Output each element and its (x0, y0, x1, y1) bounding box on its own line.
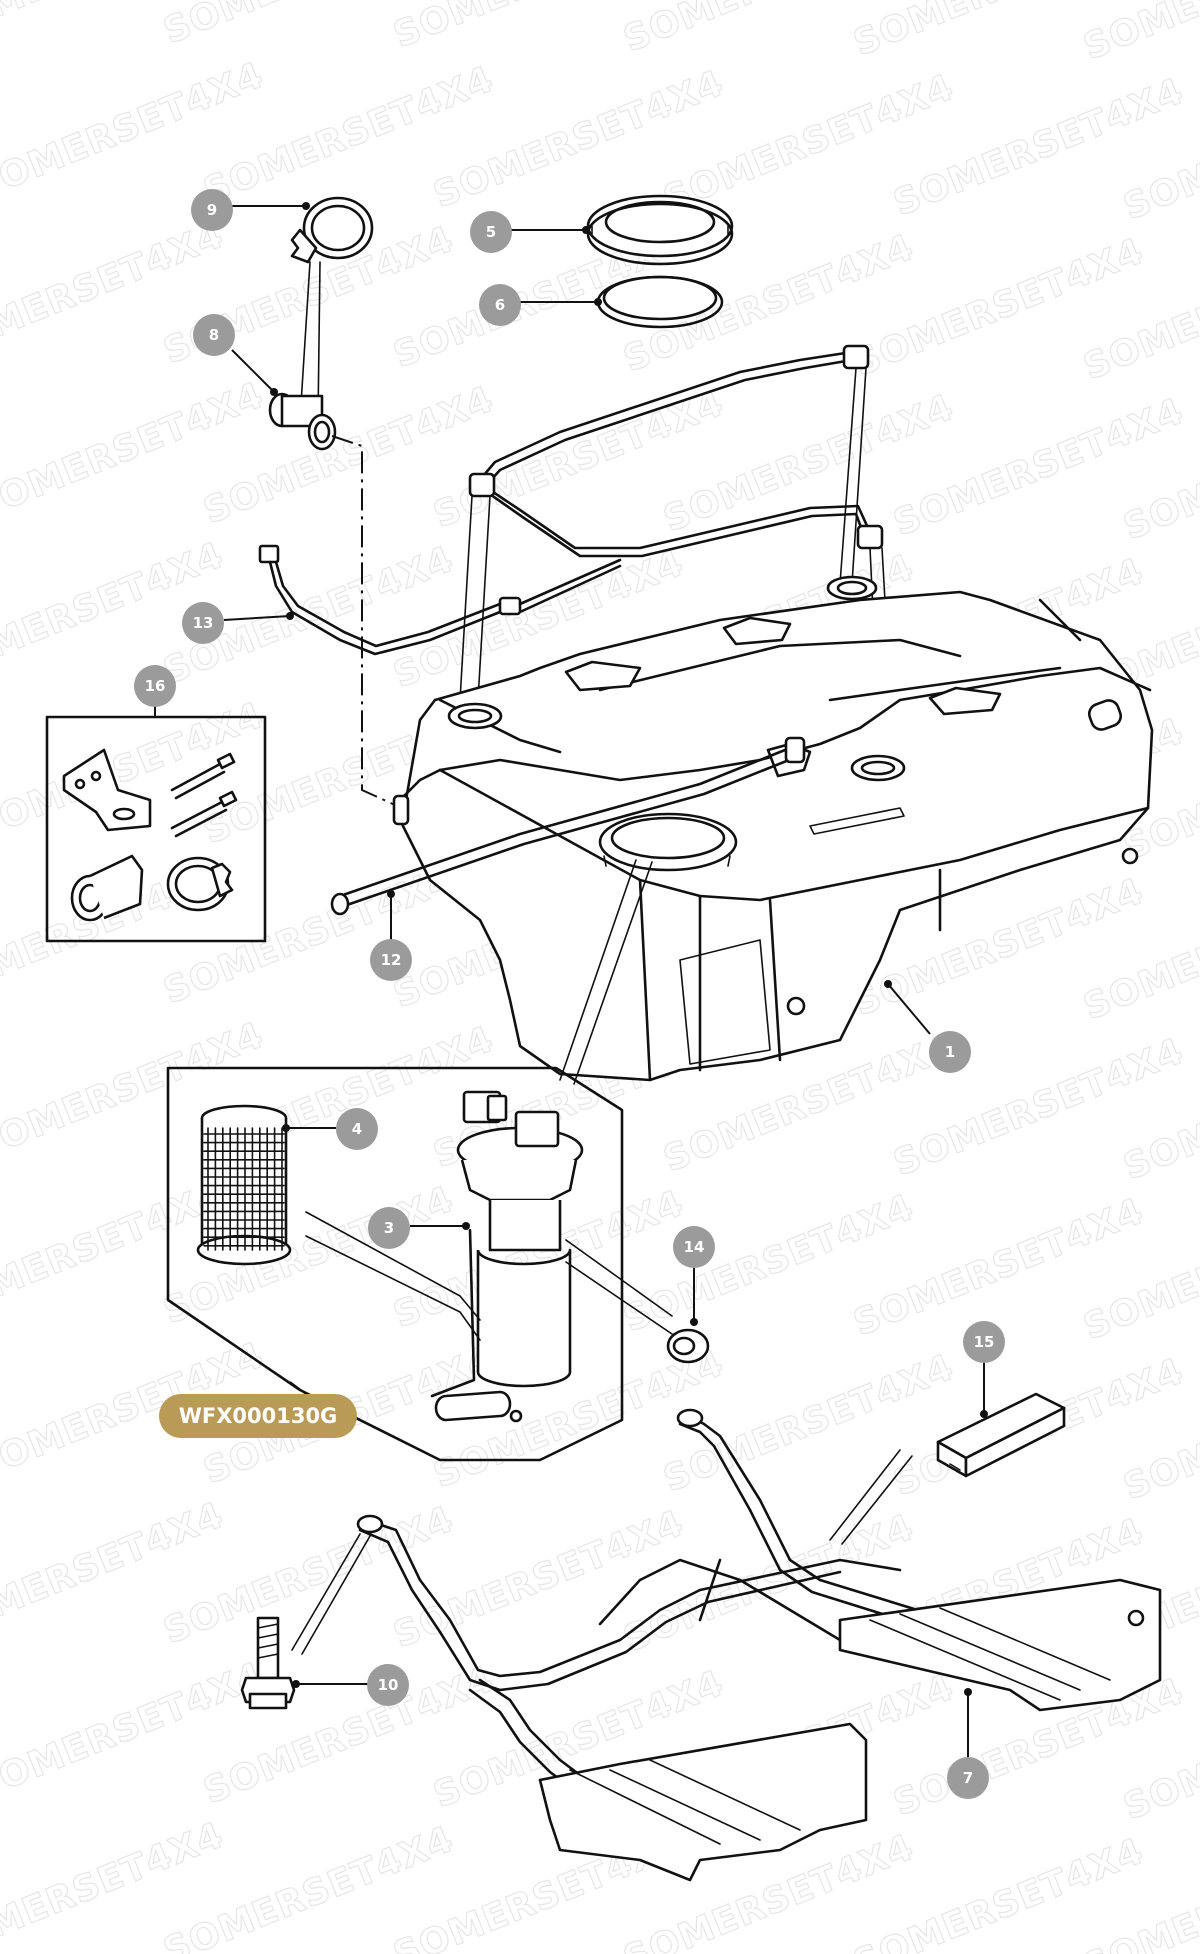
callout-12-label: 12 (381, 951, 402, 969)
callout-5: 5 (470, 211, 512, 253)
part-6-seal (596, 275, 724, 329)
callout-10-label: 10 (378, 1676, 399, 1694)
callout-9-label: 9 (207, 201, 217, 219)
callout-4: 4 (336, 1108, 378, 1150)
callout-16: 16 (134, 665, 176, 707)
part-10-bolt (240, 1616, 296, 1710)
callout-15: 15 (963, 1321, 1005, 1363)
callout-5-label: 5 (486, 223, 496, 241)
part-3-fuel-pump (305, 1090, 673, 1423)
callout-6: 6 (479, 284, 521, 326)
part-14-grommet (666, 1328, 710, 1364)
callout-9: 9 (191, 189, 233, 231)
callout-8: 8 (193, 314, 235, 356)
callout-8-label: 8 (209, 326, 219, 344)
part-8-filler-grommet (268, 392, 396, 806)
part-7-tank-cradle (291, 1408, 1162, 1882)
part-15-pad (829, 1392, 1066, 1545)
callout-15-label: 15 (974, 1333, 995, 1351)
reference-code-badge: WFX000130G (159, 1394, 357, 1438)
part-5-locking-ring (586, 194, 734, 266)
callout-1: 1 (929, 1031, 971, 1073)
vent-pipe-assembly (459, 344, 895, 761)
callout-13-label: 13 (193, 614, 214, 632)
callout-7: 7 (947, 1757, 989, 1799)
callout-4-label: 4 (352, 1120, 362, 1138)
callout-12: 12 (370, 939, 412, 981)
callout-14: 14 (673, 1226, 715, 1268)
part-9-hose-clamp (290, 196, 374, 421)
pump-detail-panel (166, 1066, 624, 1462)
part-13-harness (258, 544, 622, 656)
callout-leaders (154, 202, 988, 1758)
part-4-filter (196, 1104, 292, 1266)
callout-6-label: 6 (495, 296, 505, 314)
watermark-text: SOMERSET4X4 (1078, 0, 1200, 68)
callout-7-label: 7 (963, 1769, 973, 1787)
callout-10: 10 (367, 1664, 409, 1706)
part-12-breather-pipe (330, 736, 806, 916)
callout-3: 3 (368, 1207, 410, 1249)
callout-14-label: 14 (684, 1238, 705, 1256)
callout-1-label: 1 (945, 1043, 955, 1061)
callout-13: 13 (182, 602, 224, 644)
part-16-repair-kit (45, 715, 267, 943)
callout-3-label: 3 (384, 1219, 394, 1237)
reference-code-label: WFX000130G (179, 1404, 338, 1428)
callout-16-label: 16 (145, 677, 166, 695)
part-1-fuel-tank (392, 575, 1154, 1085)
